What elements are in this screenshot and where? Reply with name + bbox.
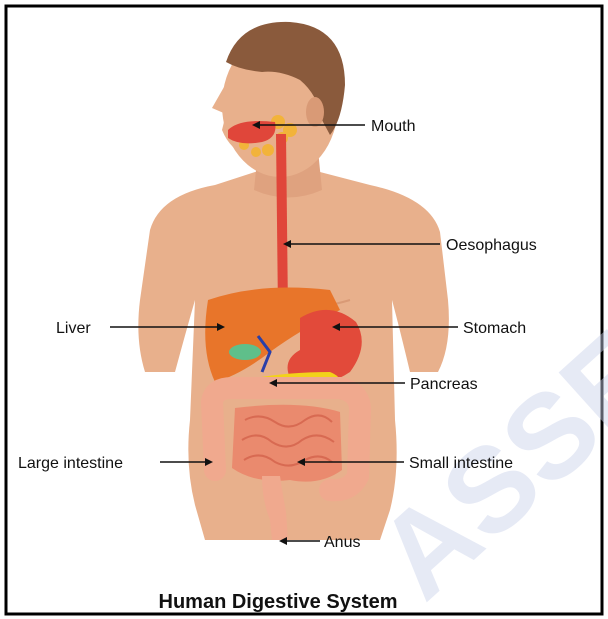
label-large-intestine: Large intestine xyxy=(18,455,123,472)
diagram-title: Human Digestive System xyxy=(159,591,398,613)
ear xyxy=(306,97,324,127)
label-oesophagus: Oesophagus xyxy=(446,237,537,254)
label-pancreas: Pancreas xyxy=(410,376,478,393)
label-mouth: Mouth xyxy=(371,118,415,135)
label-anus: Anus xyxy=(324,534,360,551)
label-stomach: Stomach xyxy=(463,320,526,337)
oesophagus xyxy=(276,134,288,312)
label-liver: Liver xyxy=(56,320,91,337)
gall-bladder xyxy=(229,344,261,360)
label-small-intestine: Small intestine xyxy=(409,455,513,472)
